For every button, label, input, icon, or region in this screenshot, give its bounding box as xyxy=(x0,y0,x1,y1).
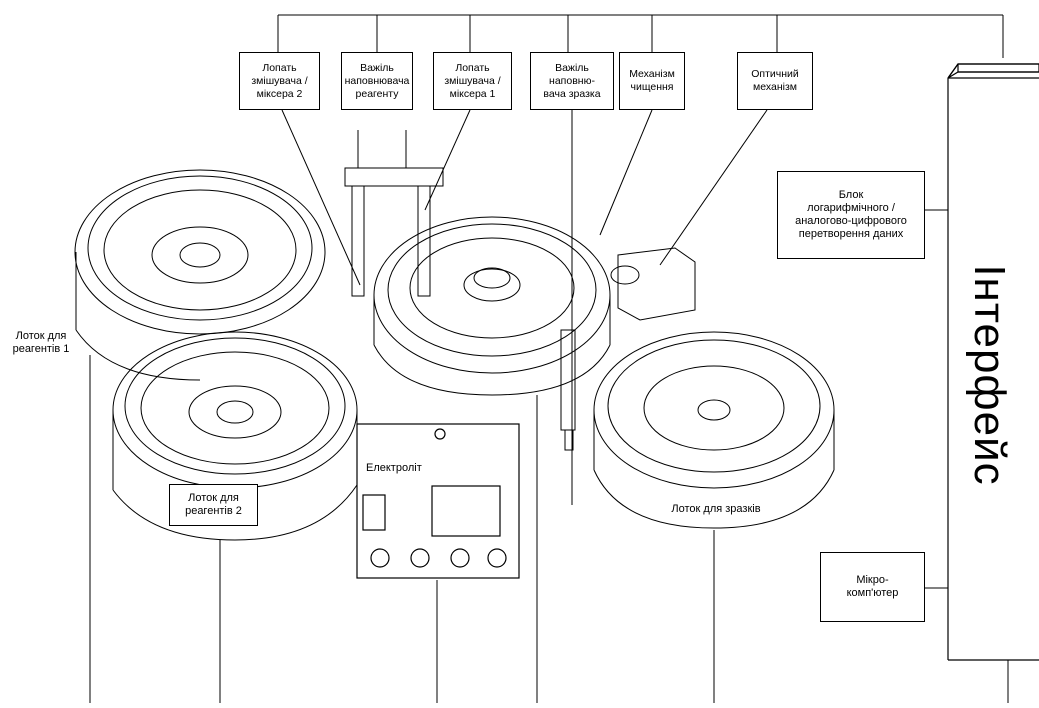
electrolyte-unit-shape xyxy=(357,424,519,578)
electrolyte-label: Електроліт xyxy=(366,462,422,475)
reagent-tray-1-label: Лоток для реагентів 1 xyxy=(0,330,82,356)
interface-text: Інтерфейс xyxy=(964,264,1014,485)
mixer-paddle-2-label: Лопать змішувача / міксера 2 xyxy=(239,52,320,110)
reagent-tray-2-label: Лоток для реагентів 2 xyxy=(169,484,258,526)
mixer-paddle-1-label: Лопать змішувача / міксера 1 xyxy=(433,52,512,110)
reagent-arm-label: Важіль наповнювача реагенту xyxy=(341,52,413,110)
optical-unit-shape xyxy=(611,248,695,320)
sample-arm-label: Важіль наповню- вача зразка xyxy=(530,52,614,110)
optical-mechanism-label: Оптичний механізм xyxy=(737,52,813,110)
sample-tray-shape xyxy=(594,332,834,528)
reagent-tray-1-shape xyxy=(75,170,325,380)
sample-tray-label: Лоток для зразків xyxy=(656,503,776,516)
arm-shapes xyxy=(345,130,575,450)
wash-mechanism-label: Механізм чищення xyxy=(619,52,685,110)
microcomputer-label: Мікро- комп'ютер xyxy=(820,552,925,622)
adc-block-label: Блок логарифмічного / аналогово-цифровог… xyxy=(777,171,925,259)
interface-label: Інтерфейс xyxy=(958,95,1020,655)
